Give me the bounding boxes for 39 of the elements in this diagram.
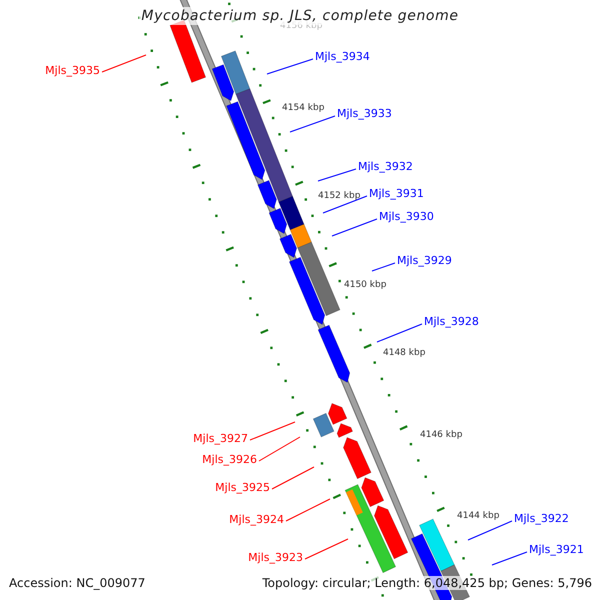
scale-label: 4154 kbp: [282, 103, 324, 114]
footer-text: Accession: NC_009077: [9, 576, 146, 590]
gene-label: Mjls_3931: [369, 186, 424, 201]
leader-line: [372, 262, 396, 272]
gene-label: Mjls_3928: [424, 314, 479, 329]
gene-label: Mjls_3934: [315, 49, 370, 64]
scale-label: 4146 kbp: [420, 430, 462, 441]
gene-label: Mjls_3932: [358, 159, 413, 174]
gene-label: Mjls_3933: [337, 106, 392, 121]
leader-line: [376, 324, 422, 342]
gene-label: Mjls_3930: [379, 209, 434, 224]
leader-line: [492, 552, 528, 566]
gene-label: Mjls_3924: [229, 512, 284, 527]
scale-label: 4150 kbp: [344, 280, 386, 291]
leader-line: [286, 498, 330, 522]
footer-text: Topology: circular; Length: 6,048,425 bp; Genes: 5,796: [262, 576, 592, 590]
leader-line: [304, 538, 348, 560]
gene-label: Mjls_3925: [215, 480, 270, 495]
leader-line: [258, 436, 300, 462]
leader-line: [332, 218, 378, 236]
scale-label: 4148 kbp: [383, 348, 426, 359]
scale-label: 4144 kbp: [457, 511, 500, 522]
leader-line: [322, 196, 368, 214]
leader-line: [290, 116, 336, 132]
gene-label: Mjls_3926: [202, 452, 257, 467]
leader-line: [468, 520, 512, 540]
gene-label: Mjls_3923: [248, 550, 303, 565]
gene-label: Mjls_3935: [45, 63, 100, 78]
leader-line: [272, 466, 314, 490]
gene-label: Mjls_3921: [529, 542, 584, 557]
scale-label: 4156 kbp: [280, 21, 322, 32]
gene-label: Mjls_3922: [514, 511, 569, 526]
leader-line: [266, 58, 314, 74]
scale-label: 4152 kbp: [318, 191, 360, 202]
gene-label: Mjls_3929: [397, 253, 452, 268]
leader-line: [250, 422, 296, 440]
leader-line: [102, 54, 146, 72]
gene-label: Mjls_3927: [193, 431, 248, 446]
leader-line: [318, 168, 356, 182]
